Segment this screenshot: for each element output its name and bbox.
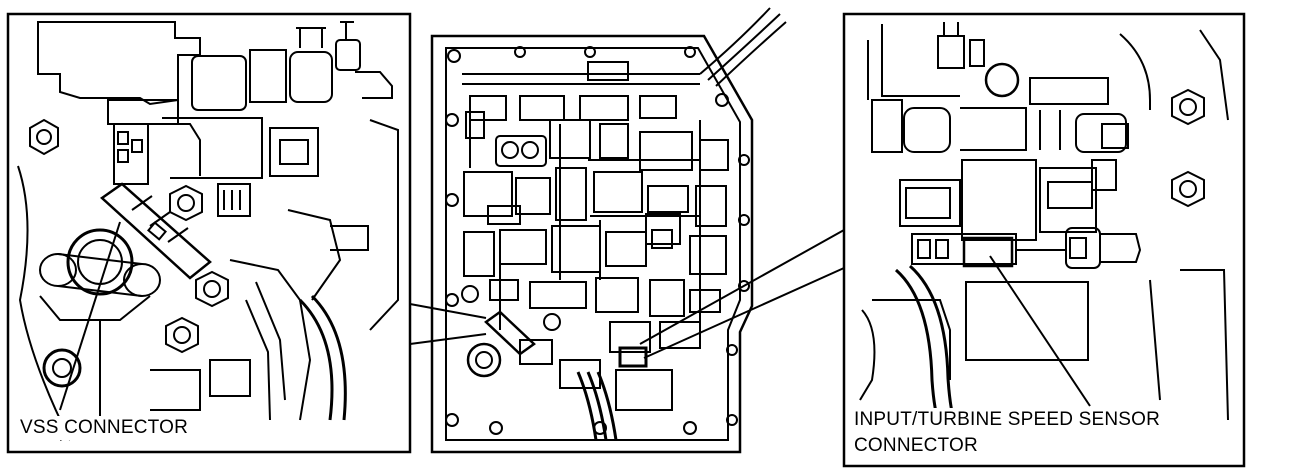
input-turbine-label-line2: CONNECTOR bbox=[852, 434, 980, 458]
sensor-leader-line bbox=[989, 255, 1091, 407]
vss-connector-label: VSS CONNECTOR bbox=[18, 416, 190, 440]
center-valve-body bbox=[430, 7, 787, 454]
input-turbine-label-line1: INPUT/TURBINE SPEED SENSOR bbox=[852, 408, 1163, 432]
right-callout-line bbox=[639, 229, 845, 359]
left-detail-panel bbox=[6, 12, 412, 454]
right-detail-panel bbox=[842, 12, 1246, 468]
left-callout-line bbox=[409, 303, 487, 345]
vss-leader-line bbox=[59, 221, 121, 411]
